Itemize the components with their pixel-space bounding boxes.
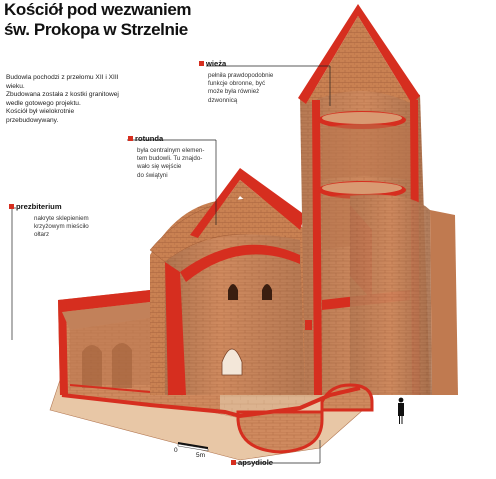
label-prezbiterium-name: prezbiterium <box>16 202 62 211</box>
scale-bar <box>177 442 209 452</box>
label-prezbiterium: prezbiterium <box>9 202 62 211</box>
desc-line: pełniła prawdopodobnie <box>208 72 274 79</box>
desc-line: dzwonnicą <box>208 96 238 104</box>
red-square-marker <box>199 61 204 66</box>
wall-cut-outline <box>61 384 361 419</box>
intro-line: przebudowywany. <box>6 116 59 124</box>
desc-line: funkcje obronne, być <box>208 80 266 88</box>
intro-line: Budowla pochodzi z przełomu XII i XIII w… <box>6 74 119 90</box>
scale-label-five: 5m <box>196 452 206 459</box>
rotunda <box>149 168 305 395</box>
desc-line: wało się wejście <box>137 163 182 171</box>
title-line-1: Kościół pod wezwaniem <box>4 0 192 19</box>
desc-line: krzyżowym mieściło <box>34 223 89 231</box>
label-apsydiole-name: apsydiole <box>238 458 274 467</box>
desc-line: nakryte sklepieniem <box>34 215 89 222</box>
desc-line: była centralnym elemen- <box>137 147 205 154</box>
label-wieza: wieża <box>199 59 226 68</box>
desc-wieza: pełniła prawdopodobnie funkcje obronne, … <box>208 72 273 105</box>
apsidioles <box>236 383 374 454</box>
intro-line: Kościół był wielokrotnie <box>6 108 75 116</box>
red-square-marker <box>128 136 133 141</box>
intro-text: Budowla pochodzi z przełomu XII i XIII w… <box>6 74 134 126</box>
red-square-marker <box>9 204 14 209</box>
title-line-2: św. Prokopa w Strzelnie <box>4 20 188 39</box>
intro-line: Zbudowana została z kostki granitowej <box>6 91 119 99</box>
desc-prezbiterium: nakryte sklepieniem krzyżowym mieściło o… <box>34 215 89 240</box>
label-wieza-name: wieża <box>206 59 227 68</box>
scale-label-zero: 0 <box>174 447 178 454</box>
desc-line: tem budowli. Tu znajdo- <box>137 155 203 163</box>
leader-lines <box>11 65 331 464</box>
desc-rotunda: była centralnym elemen- tem budowli. Tu … <box>137 147 204 180</box>
desc-line: do świątyni <box>137 171 168 179</box>
desc-line: może była również <box>208 88 260 96</box>
desc-line: ołtarz <box>34 231 50 239</box>
label-rotunda: rotunda <box>128 134 163 143</box>
intro-line: wedle gotowego projektu. <box>6 99 81 107</box>
red-square-marker <box>231 460 236 465</box>
label-rotunda-name: rotunda <box>135 134 164 143</box>
label-apsydiole: apsydiole <box>231 458 273 467</box>
person-scale-figure <box>398 397 404 424</box>
tower <box>298 4 458 395</box>
page-title: Kościół pod wezwaniem św. Prokopa w Strz… <box>4 0 192 40</box>
